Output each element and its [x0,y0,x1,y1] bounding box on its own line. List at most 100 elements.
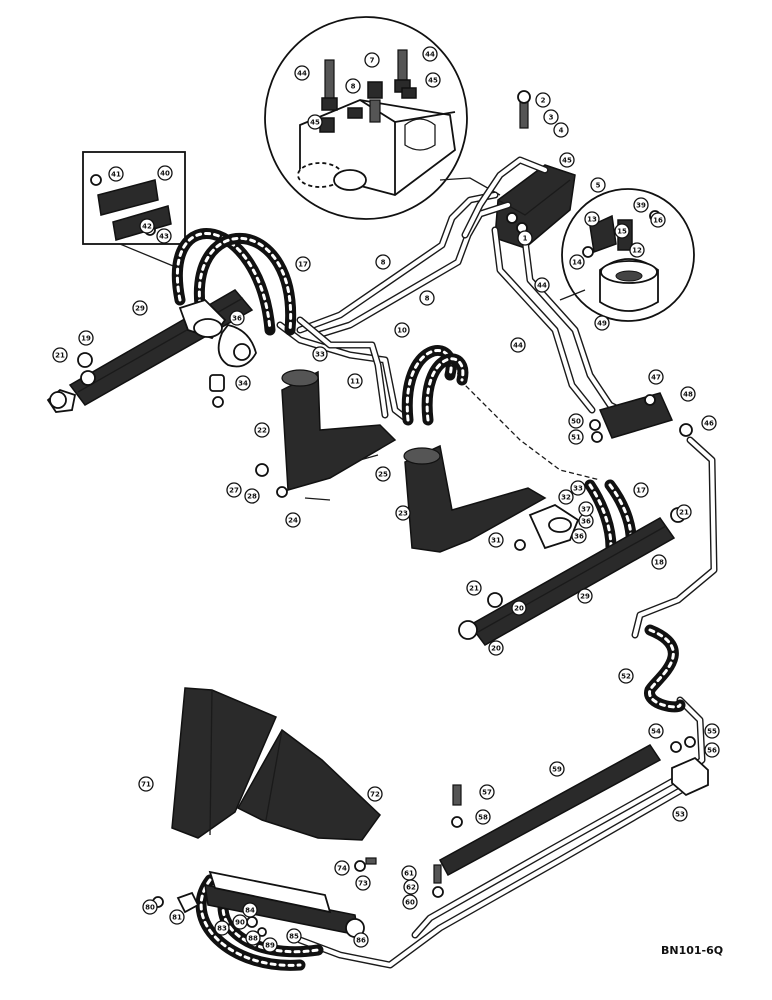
callout-51: 51 [568,429,584,445]
callout-label: 81 [172,914,182,922]
callout-label: 3 [549,114,554,122]
callout-circle [594,315,610,331]
callout-label: 19 [81,335,91,343]
callout-48: 48 [680,386,696,402]
callout-label: 40 [160,170,170,178]
callout-54: 54 [648,723,664,739]
callout-circle [488,532,504,548]
callout-circle [704,742,720,758]
callout-45: 45 [307,114,323,130]
callout-circle [108,166,124,182]
callout-circle [226,482,242,498]
callout-32: 32 [558,489,574,505]
callout-circle [648,723,664,739]
callout-84: 84 [242,902,258,918]
callout-circle [262,937,278,953]
callout-label: 52 [621,673,631,681]
callout-circle [568,429,584,445]
callout-58: 58 [475,809,491,825]
callout-label: 89 [265,942,275,950]
callout-circle [553,122,569,138]
callout-circle [704,723,720,739]
callout-label: 8 [381,259,386,267]
shield-left [171,687,277,839]
callout-label: 80 [145,904,155,912]
callout-label: 34 [238,380,248,388]
callout-circle [394,322,410,338]
callout-circle [78,330,94,346]
callout-25: 25 [375,466,391,482]
callout-circle [232,914,248,930]
callout-circle [367,786,383,802]
callout-label: 42 [142,223,152,231]
callout-circle [422,46,438,62]
callout-circle [169,909,185,925]
callout-circle [142,899,158,915]
junction-block [670,736,709,797]
callout-circle [570,480,586,496]
callout-circle [307,114,323,130]
callout-circle [254,422,270,438]
callout-label: 15 [617,228,627,236]
callout-label: 13 [587,216,597,224]
callout-circle [402,894,418,910]
callout-88: 88 [245,930,261,946]
callout-8: 8 [345,78,361,94]
callout-label: 31 [491,537,501,545]
callout-label: 88 [248,935,258,943]
callout-80: 80 [142,899,158,915]
callout-27: 27 [226,482,242,498]
callout-53: 53 [672,806,688,822]
callout-circle [543,109,559,125]
callout-label: 29 [135,305,145,313]
callout-label: 8 [425,295,430,303]
callout-circle [633,197,649,213]
callout-circle [52,347,68,363]
callout-7: 7 [364,52,380,68]
callout-33: 33 [570,480,586,496]
callout-circle [618,668,634,684]
callout-circle [558,489,574,505]
callout-44: 44 [534,277,550,293]
hydraulic-tube-lines [276,156,718,969]
callout-89: 89 [262,937,278,953]
callout-23: 23 [395,505,411,521]
callout-16: 16 [650,212,666,228]
callout-circle [517,230,533,246]
callout-42: 42 [139,218,155,234]
callout-label: 61 [404,870,414,878]
callout-74: 74 [334,860,350,876]
callout-label: 18 [654,559,664,567]
callout-circle [559,152,575,168]
callout-circle [355,875,371,891]
callout-label: 41 [111,171,121,179]
callout-label: 2 [541,97,546,105]
callout-18: 18 [651,554,667,570]
callout-label: 83 [217,925,227,933]
callout-circle [488,640,504,656]
callout-circle [364,52,380,68]
callout-73: 73 [355,875,371,891]
callout-label: 4 [559,127,564,135]
callout-12: 12 [629,242,645,258]
callout-circle [295,256,311,272]
callout-circle [511,600,527,616]
callout-circle [584,211,600,227]
callout-circle [286,928,302,944]
callout-circle [633,482,649,498]
callout-circle [132,300,148,316]
callout-circle [139,218,155,234]
callout-circle [510,337,526,353]
callout-81: 81 [169,909,185,925]
callout-circle [568,413,584,429]
callout-21: 21 [52,347,68,363]
callout-circle [419,290,435,306]
callout-label: 45 [562,157,572,165]
callout-52: 52 [618,668,634,684]
callout-circle [395,505,411,521]
callout-21: 21 [676,504,692,520]
callout-19: 19 [78,330,94,346]
callout-20: 20 [488,640,504,656]
callout-33: 33 [312,346,328,362]
callout-label: 74 [337,865,347,873]
